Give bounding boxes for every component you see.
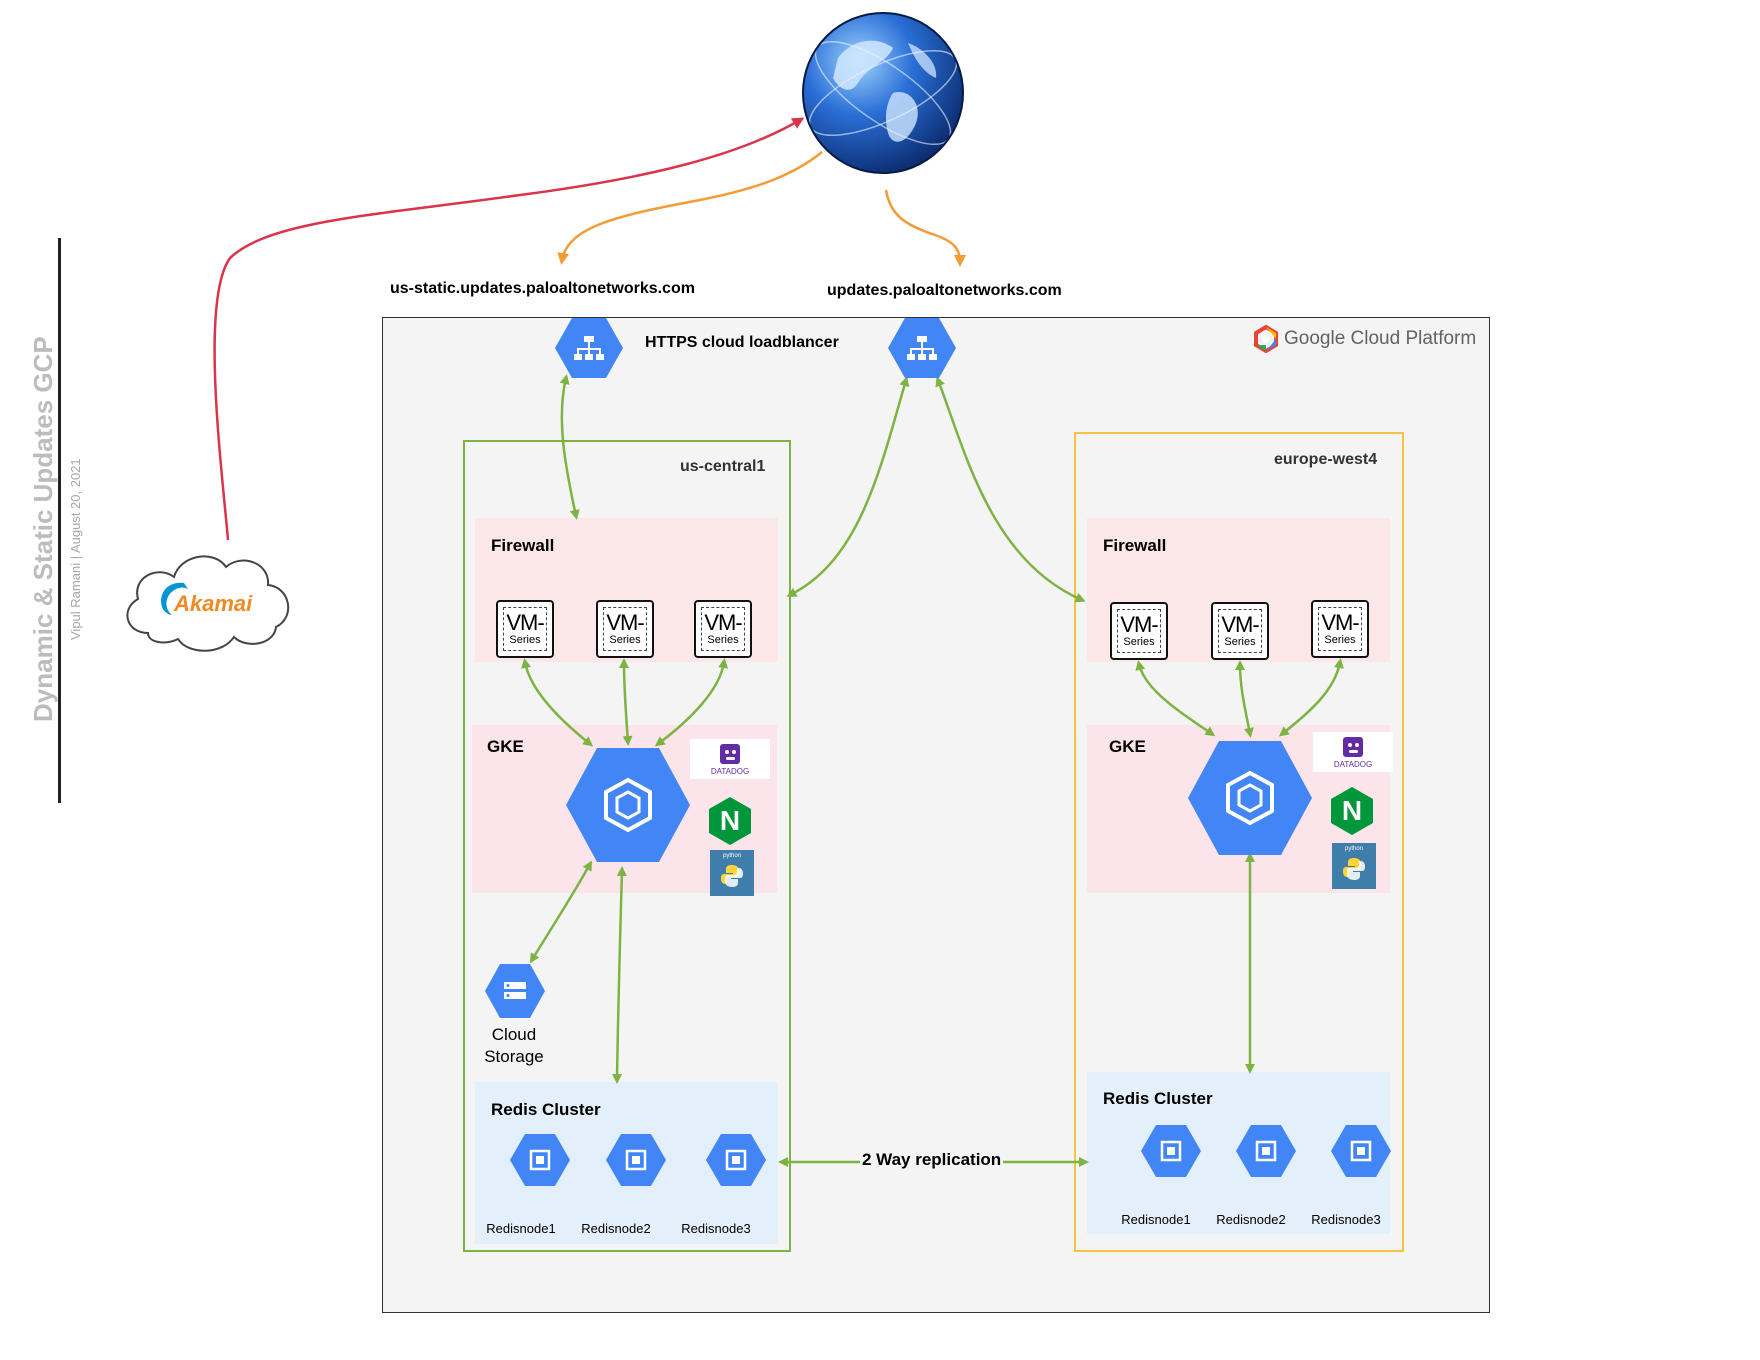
loadbalancer-label: HTTPS cloud loadblancer: [645, 334, 839, 351]
gcp-brand-text: Google Cloud Platform: [1284, 328, 1477, 349]
dynamic-domain-label: updates.paloaltonetworks.com: [827, 282, 1062, 299]
eu-firewall-label: Firewall: [1103, 536, 1167, 555]
us-firewall-label: Firewall: [491, 536, 555, 555]
akamai-cloud: Akamai: [118, 537, 298, 659]
title-bar: [58, 238, 61, 803]
us-gke-label: GKE: [487, 737, 524, 756]
eu-gke-label: GKE: [1109, 737, 1146, 756]
nginx-letter: N: [1341, 795, 1363, 826]
eu-python-logo: python: [1332, 843, 1376, 889]
eu-vm-series-2: VM-Series: [1211, 602, 1269, 660]
eu-vm-series-3: VM-Series: [1311, 600, 1369, 658]
gcp-logo: Google Cloud Platform: [1252, 325, 1492, 353]
nginx-hex-icon: [709, 797, 751, 845]
internet-to-static-domain-link: [557, 151, 823, 265]
internet-globe: [798, 8, 968, 178]
eu-redisnode-3-label: Redisnode3: [1311, 1212, 1381, 1227]
replication-label: 2 Way replication: [860, 1150, 1004, 1170]
us-redisnode-2-label: Redisnode2: [581, 1221, 651, 1236]
eu-datadog-logo: DATADOG: [1313, 732, 1393, 772]
cloud-storage-label: Cloud Storage: [484, 1025, 544, 1066]
us-vm-series-1: VM-Series: [496, 600, 554, 658]
nginx-hex-icon: [1331, 787, 1373, 835]
static-domain-label: us-static.updates.paloaltonetworks.com: [390, 280, 695, 297]
eu-redis-label: Redis Cluster: [1103, 1089, 1213, 1108]
region-eu-label: europe-west4: [1274, 451, 1378, 468]
us-redisnode-3-label: Redisnode3: [681, 1221, 751, 1236]
akamai-swoosh-icon: [161, 582, 188, 615]
us-datadog-logo: DATADOG: [690, 739, 770, 779]
us-python-logo: python: [710, 850, 754, 896]
us-nginx-logo: N: [708, 796, 752, 846]
us-vm-series-3: VM-Series: [694, 600, 752, 658]
datadog-dog-icon: [1343, 737, 1363, 757]
globe-icon: [802, 12, 964, 174]
gcp-hex-icon: [1254, 325, 1278, 353]
eu-vm-series-1: VM-Series: [1110, 602, 1168, 660]
python-icon: [721, 865, 743, 887]
eu-nginx-logo: N: [1330, 786, 1374, 836]
internet-to-dynamic-domain-link: [884, 189, 966, 267]
region-us-label: us-central1: [680, 458, 766, 475]
akamai-label: Akamai: [174, 591, 253, 616]
region-europe-west4: [1074, 432, 1404, 1252]
datadog-dog-icon: [720, 744, 740, 764]
nginx-letter: N: [719, 805, 741, 836]
diagram-subtitle: Vipul Ramani | August 20, 2021: [68, 458, 83, 640]
cloud-icon: [126, 555, 290, 652]
diagram-title: Dynamic & Static Updates GCP: [28, 336, 58, 722]
eu-redisnode-2-label: Redisnode2: [1216, 1212, 1286, 1227]
python-icon: [1343, 858, 1365, 880]
eu-redisnode-1-label: Redisnode1: [1121, 1212, 1191, 1227]
us-vm-series-2: VM-Series: [596, 600, 654, 658]
us-redisnode-1-label: Redisnode1: [486, 1221, 556, 1236]
us-redis-label: Redis Cluster: [491, 1100, 601, 1119]
